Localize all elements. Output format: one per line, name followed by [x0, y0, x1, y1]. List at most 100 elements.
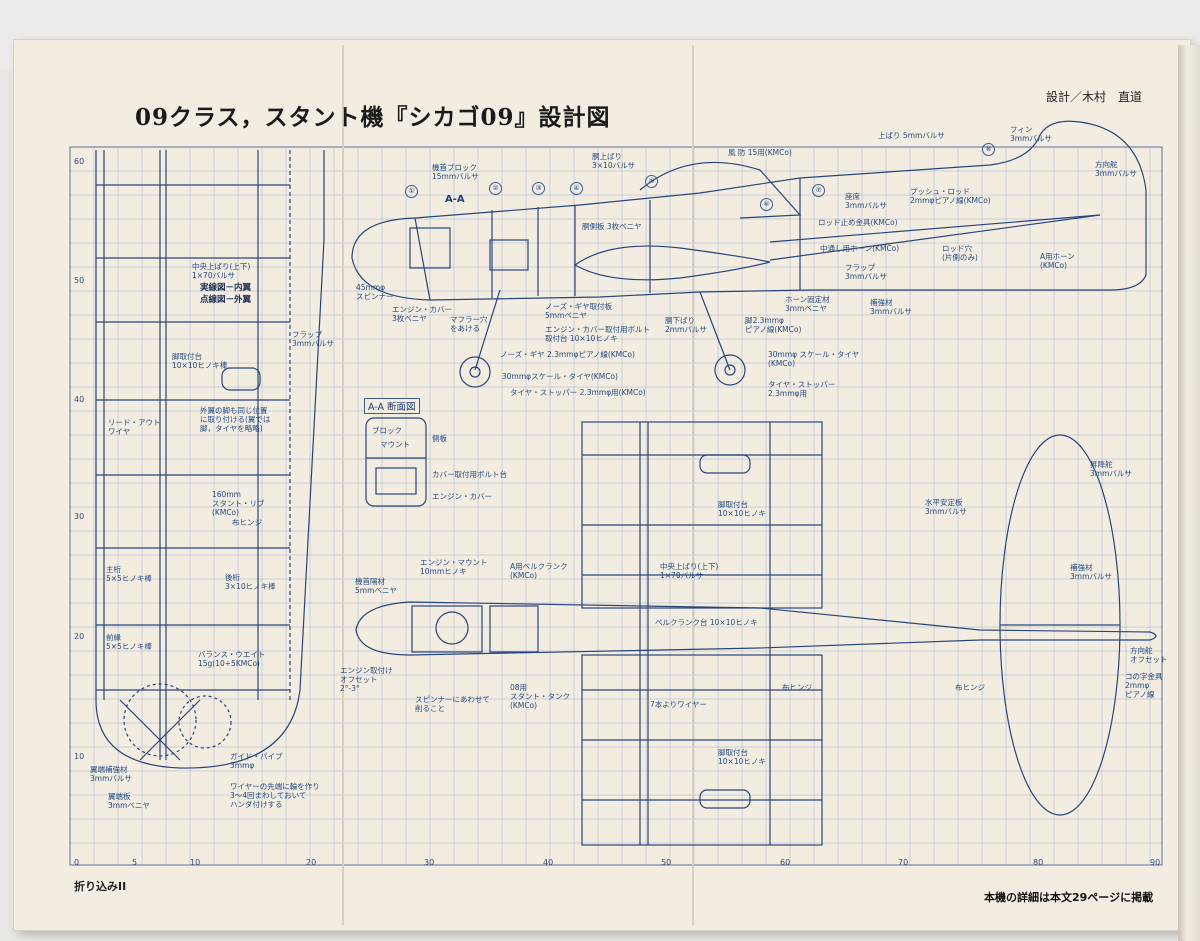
- footnote: 本機の詳細は本文29ページに掲載: [984, 891, 1154, 904]
- label-nose-gear: ノーズ・ギヤ 2.3mmφピアノ線(KMCo): [500, 350, 635, 359]
- nose-gear: [474, 289, 501, 371]
- y-tick-label: 50: [74, 276, 85, 285]
- bulkhead: [414, 217, 431, 301]
- label-a-horn: A用ホーン(KMCo): [1040, 252, 1075, 270]
- label-tank: 08用スタント・タンク(KMCo): [510, 683, 570, 710]
- section-engine-mount: [375, 467, 417, 495]
- label-bellcrank: A用ベルクランク(KMCo): [510, 562, 568, 580]
- label-lead-out: リード・アウトワイヤ: [108, 418, 161, 436]
- fuel-tank: [489, 605, 539, 653]
- x-tick-label: 70: [898, 858, 909, 867]
- x-tick-label: 5: [132, 858, 138, 867]
- x-tick-label: 30: [424, 858, 435, 867]
- station-number: ①: [405, 185, 418, 198]
- label-cover-base: カバー取付用ボルト台: [432, 470, 507, 479]
- label-mid-spar: 中央上ばり(上下)1×70バルサ: [192, 262, 251, 280]
- nose-hub: [469, 366, 481, 378]
- label-mount: マウント: [380, 440, 410, 449]
- x-tick-label: 10: [190, 858, 201, 867]
- wing-outline: [95, 150, 325, 769]
- x-tick-label: 50: [661, 858, 672, 867]
- section-aa-outline: [365, 417, 427, 507]
- label-rudder-offset: 方向舵オフセット: [1130, 646, 1168, 664]
- x-tick-label: 20: [306, 858, 317, 867]
- x-tick-label: 90: [1150, 858, 1161, 867]
- label-cloth-hinge: 布ヒンジ: [232, 518, 262, 527]
- station-number: ⑦: [812, 184, 825, 197]
- label-plan-mid-spar: 中央上ばり(上下)1×70バルサ: [660, 562, 719, 580]
- x-tick-label: 40: [543, 858, 554, 867]
- label-muffler: マフラー穴をあける: [450, 315, 488, 333]
- drawing-frame: [69, 146, 1163, 866]
- center-wing-panel-lower: [581, 654, 823, 846]
- wing-section: [573, 245, 771, 281]
- label-section-cover: エンジン・カバー: [432, 492, 492, 501]
- balance-weight: [123, 683, 197, 757]
- designer-credit: 設計／木村 直道: [1046, 90, 1143, 104]
- pushrod: [769, 214, 1101, 261]
- pushrod: [769, 214, 1101, 243]
- gear-mount: [699, 454, 751, 474]
- label-tire-stopper: タイヤ・ストッパー 2.3mmφ用(KMCo): [510, 388, 646, 397]
- blueprint-sheet: [14, 40, 1190, 930]
- fold-label: 折り込みII: [74, 880, 127, 893]
- gear-mount: [221, 367, 261, 391]
- label-braided: 7本よりワイヤー: [650, 700, 707, 709]
- gear-mount: [699, 789, 751, 809]
- section-mark: A-A: [445, 194, 465, 205]
- center-wing-panel-upper: [581, 421, 823, 609]
- station-number: ⑥: [760, 198, 773, 211]
- station-number: ⑧: [982, 143, 995, 156]
- label-side: 側板: [432, 434, 447, 443]
- label-same-pos: 外翼の脚も同じ位置に取り付ける(翼では脚，タイヤを略略): [200, 406, 271, 433]
- tip-brace: [119, 699, 201, 761]
- label-spinner-fit: スピンナーにあわせて削ること: [415, 695, 490, 713]
- fuselage-plan-outline: [355, 601, 1157, 656]
- x-tick-label: 80: [1033, 858, 1044, 867]
- balance-weight: [178, 695, 232, 749]
- label-fairing: 風 防 15用(KMCo): [728, 148, 792, 157]
- engine-mount: [411, 605, 483, 653]
- label-dashed-outer: 点線図－外翼: [200, 295, 252, 305]
- label-rod-fitting: ロッド止め金具(KMCo): [818, 218, 898, 227]
- x-tick-label: 60: [780, 858, 791, 867]
- main-hub: [724, 364, 736, 376]
- label-solid-inner: 実線図－内翼: [200, 283, 252, 293]
- y-tick-label: 10: [74, 752, 85, 761]
- station-number: ②: [489, 182, 502, 195]
- label-cover-bolt: エンジン・カバー取付用ボルト取付台 10×10ヒノキ: [545, 325, 650, 343]
- label-bellcrank-mount: ベルクランク台 10×10ヒノキ: [655, 618, 758, 627]
- engine-circle: [435, 611, 469, 645]
- nose-wheel: [459, 356, 491, 388]
- label-block: ブロック: [372, 426, 402, 435]
- book-spine: [1178, 45, 1200, 941]
- main-wheel: [714, 354, 746, 386]
- label-main-tire: 30mmφ スケール・タイヤ(KMCo): [768, 350, 860, 368]
- label-plan-cloth-hinge: 布ヒンジ: [782, 683, 812, 692]
- main-gear: [699, 291, 731, 371]
